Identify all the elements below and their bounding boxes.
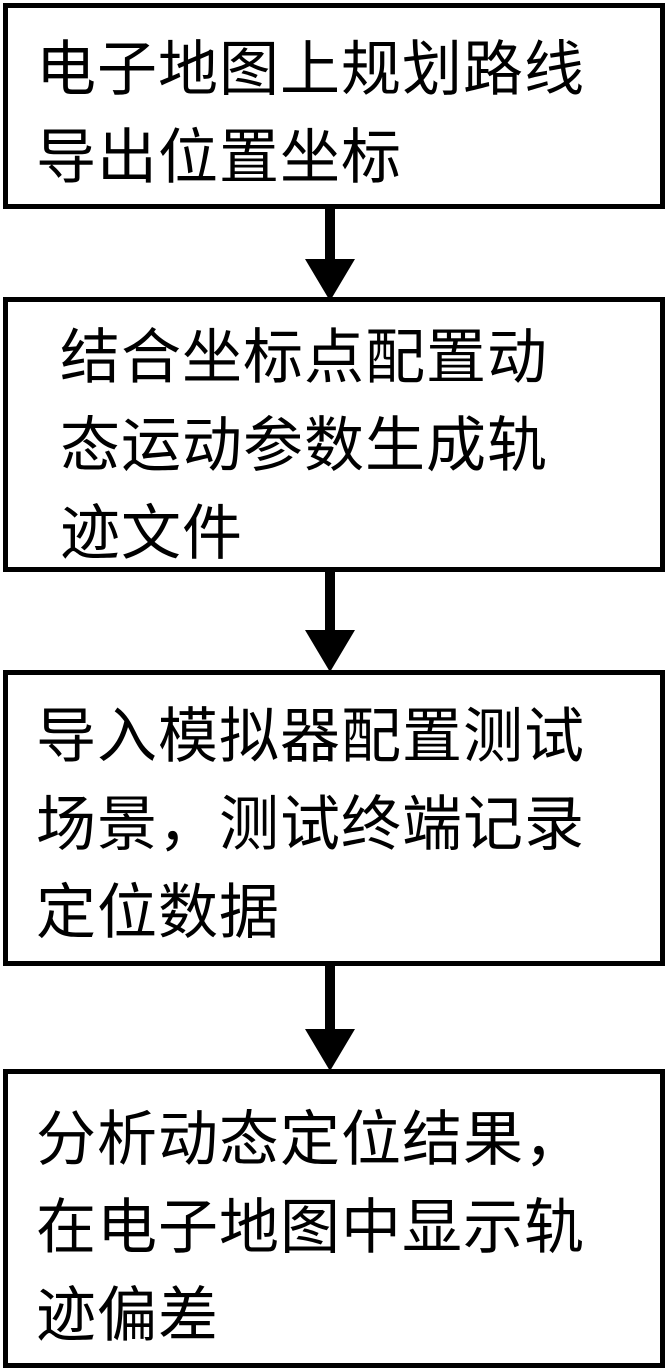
flow-arrow-2 xyxy=(305,572,355,672)
arrow-head xyxy=(305,1029,355,1071)
step-box-4: 分析动态定位结果， 在电子地图中显示轨 迹偏差 xyxy=(3,1069,665,1368)
step-text-4: 分析动态定位结果， 在电子地图中显示轨 迹偏差 xyxy=(36,1105,585,1351)
step-box-2: 结合坐标点配置动 态运动参数生成轨 迹文件 xyxy=(3,297,665,572)
flow-arrow-3 xyxy=(305,966,355,1071)
arrow-shaft xyxy=(325,966,335,1031)
step-text-2: 结合坐标点配置动 态运动参数生成轨 迹文件 xyxy=(60,323,548,569)
arrow-shaft xyxy=(325,209,335,261)
arrow-head xyxy=(305,259,355,301)
arrow-head xyxy=(305,630,355,672)
arrow-shaft xyxy=(325,572,335,632)
step-text-3: 导入模拟器配置测试 场景，测试终端记录 定位数据 xyxy=(36,702,585,948)
flow-arrow-1 xyxy=(305,209,355,301)
step-text-1: 电子地图上规划路线 导出位置坐标 xyxy=(36,35,585,193)
step-box-1: 电子地图上规划路线 导出位置坐标 xyxy=(3,3,665,209)
step-box-3: 导入模拟器配置测试 场景，测试终端记录 定位数据 xyxy=(3,670,665,966)
